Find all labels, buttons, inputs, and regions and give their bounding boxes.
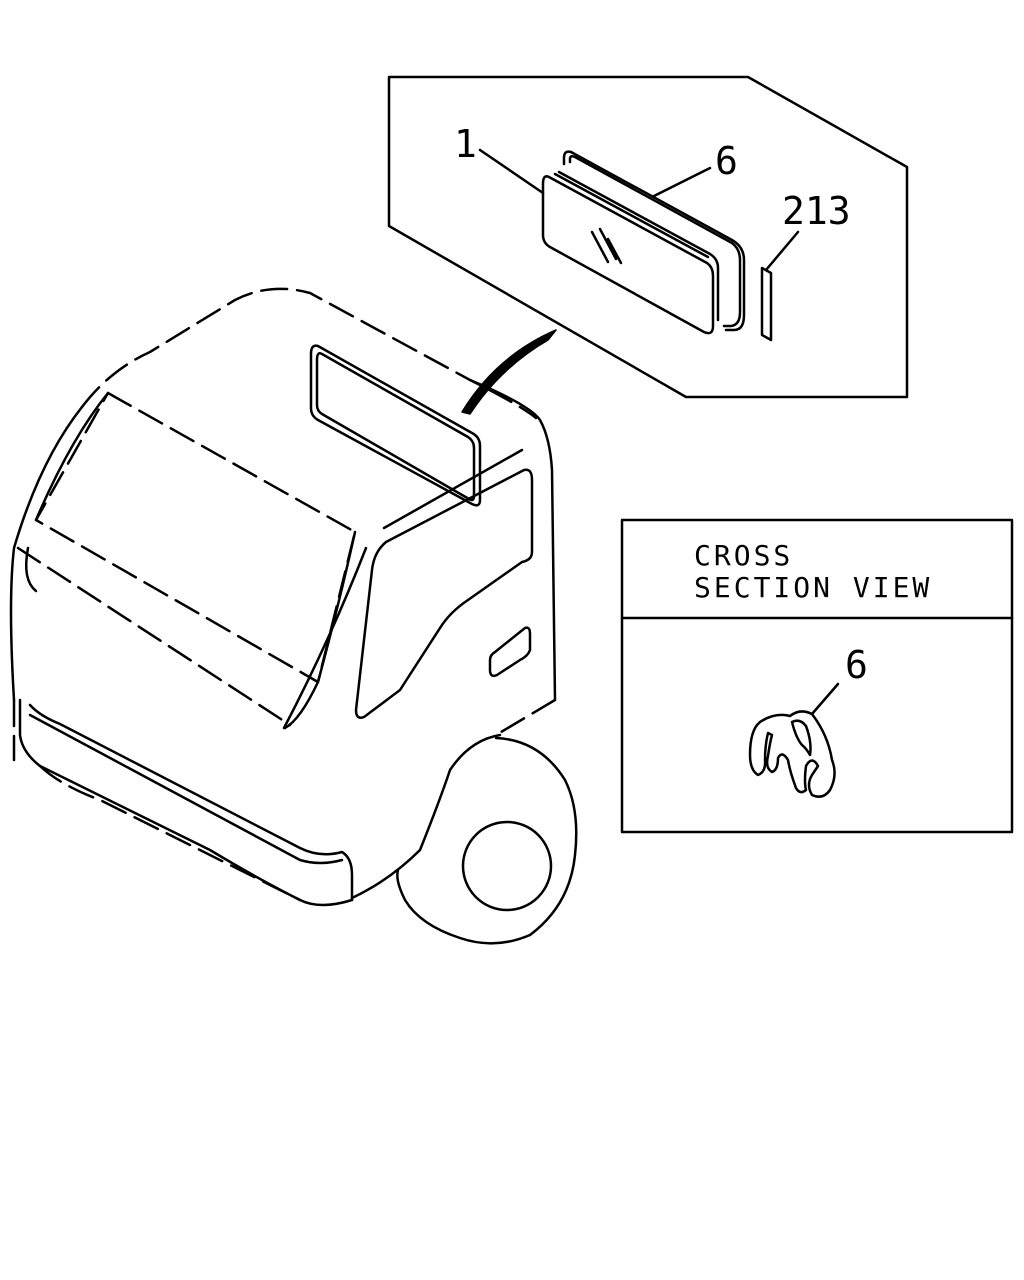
- cross-section-panel: CROSS SECTION VIEW 6: [620, 518, 1014, 834]
- detail-pointer-arrow: [461, 329, 557, 415]
- rear-window-installed: [309, 344, 482, 507]
- cross-section-border: [620, 518, 1014, 834]
- wheel-hub: [461, 820, 553, 912]
- cab-a-pillar: [282, 546, 368, 730]
- molding-strip: [760, 266, 773, 342]
- cab-lower-dashed: [12, 698, 557, 762]
- front-bumper: [18, 698, 354, 907]
- rear-window-glass: [541, 170, 720, 335]
- leader-line-213: [764, 230, 800, 272]
- cab-roof-edge: [468, 378, 557, 702]
- callout-1: 1: [454, 122, 477, 166]
- callout-213: 213: [782, 189, 851, 233]
- side-window: [354, 468, 534, 719]
- detail-panel-border: [387, 75, 909, 399]
- windshield-outline: [34, 391, 357, 684]
- callout-6: 6: [715, 139, 738, 183]
- door-handle: [488, 626, 532, 678]
- leader-line-1: [478, 148, 545, 195]
- weatherstrip-profile: [748, 710, 836, 798]
- cross-section-title-line2: SECTION VIEW: [694, 571, 932, 604]
- weatherstrip-profile-inner: [790, 719, 812, 757]
- leader-line-cross-6: [810, 682, 840, 716]
- windshield-solid: [34, 391, 357, 730]
- cab-roof-outline: [80, 287, 538, 420]
- leader-line-6: [652, 166, 712, 198]
- cross-section-title-line1: CROSS: [694, 539, 793, 572]
- windshield-lower-frame: [16, 546, 292, 727]
- truck-cab: [9, 287, 578, 945]
- weatherstrip: [562, 150, 746, 332]
- detail-panel: 1 6 213: [387, 75, 909, 399]
- glass-reflection-mark: [590, 227, 623, 265]
- cab-front-lower: [25, 546, 38, 593]
- wheel-arch: [350, 733, 502, 900]
- front-wheel: [396, 736, 578, 945]
- cab-left-side: [9, 405, 84, 702]
- bumper-lower-dashed: [38, 764, 302, 902]
- cross-section-callout-6: 6: [845, 643, 868, 687]
